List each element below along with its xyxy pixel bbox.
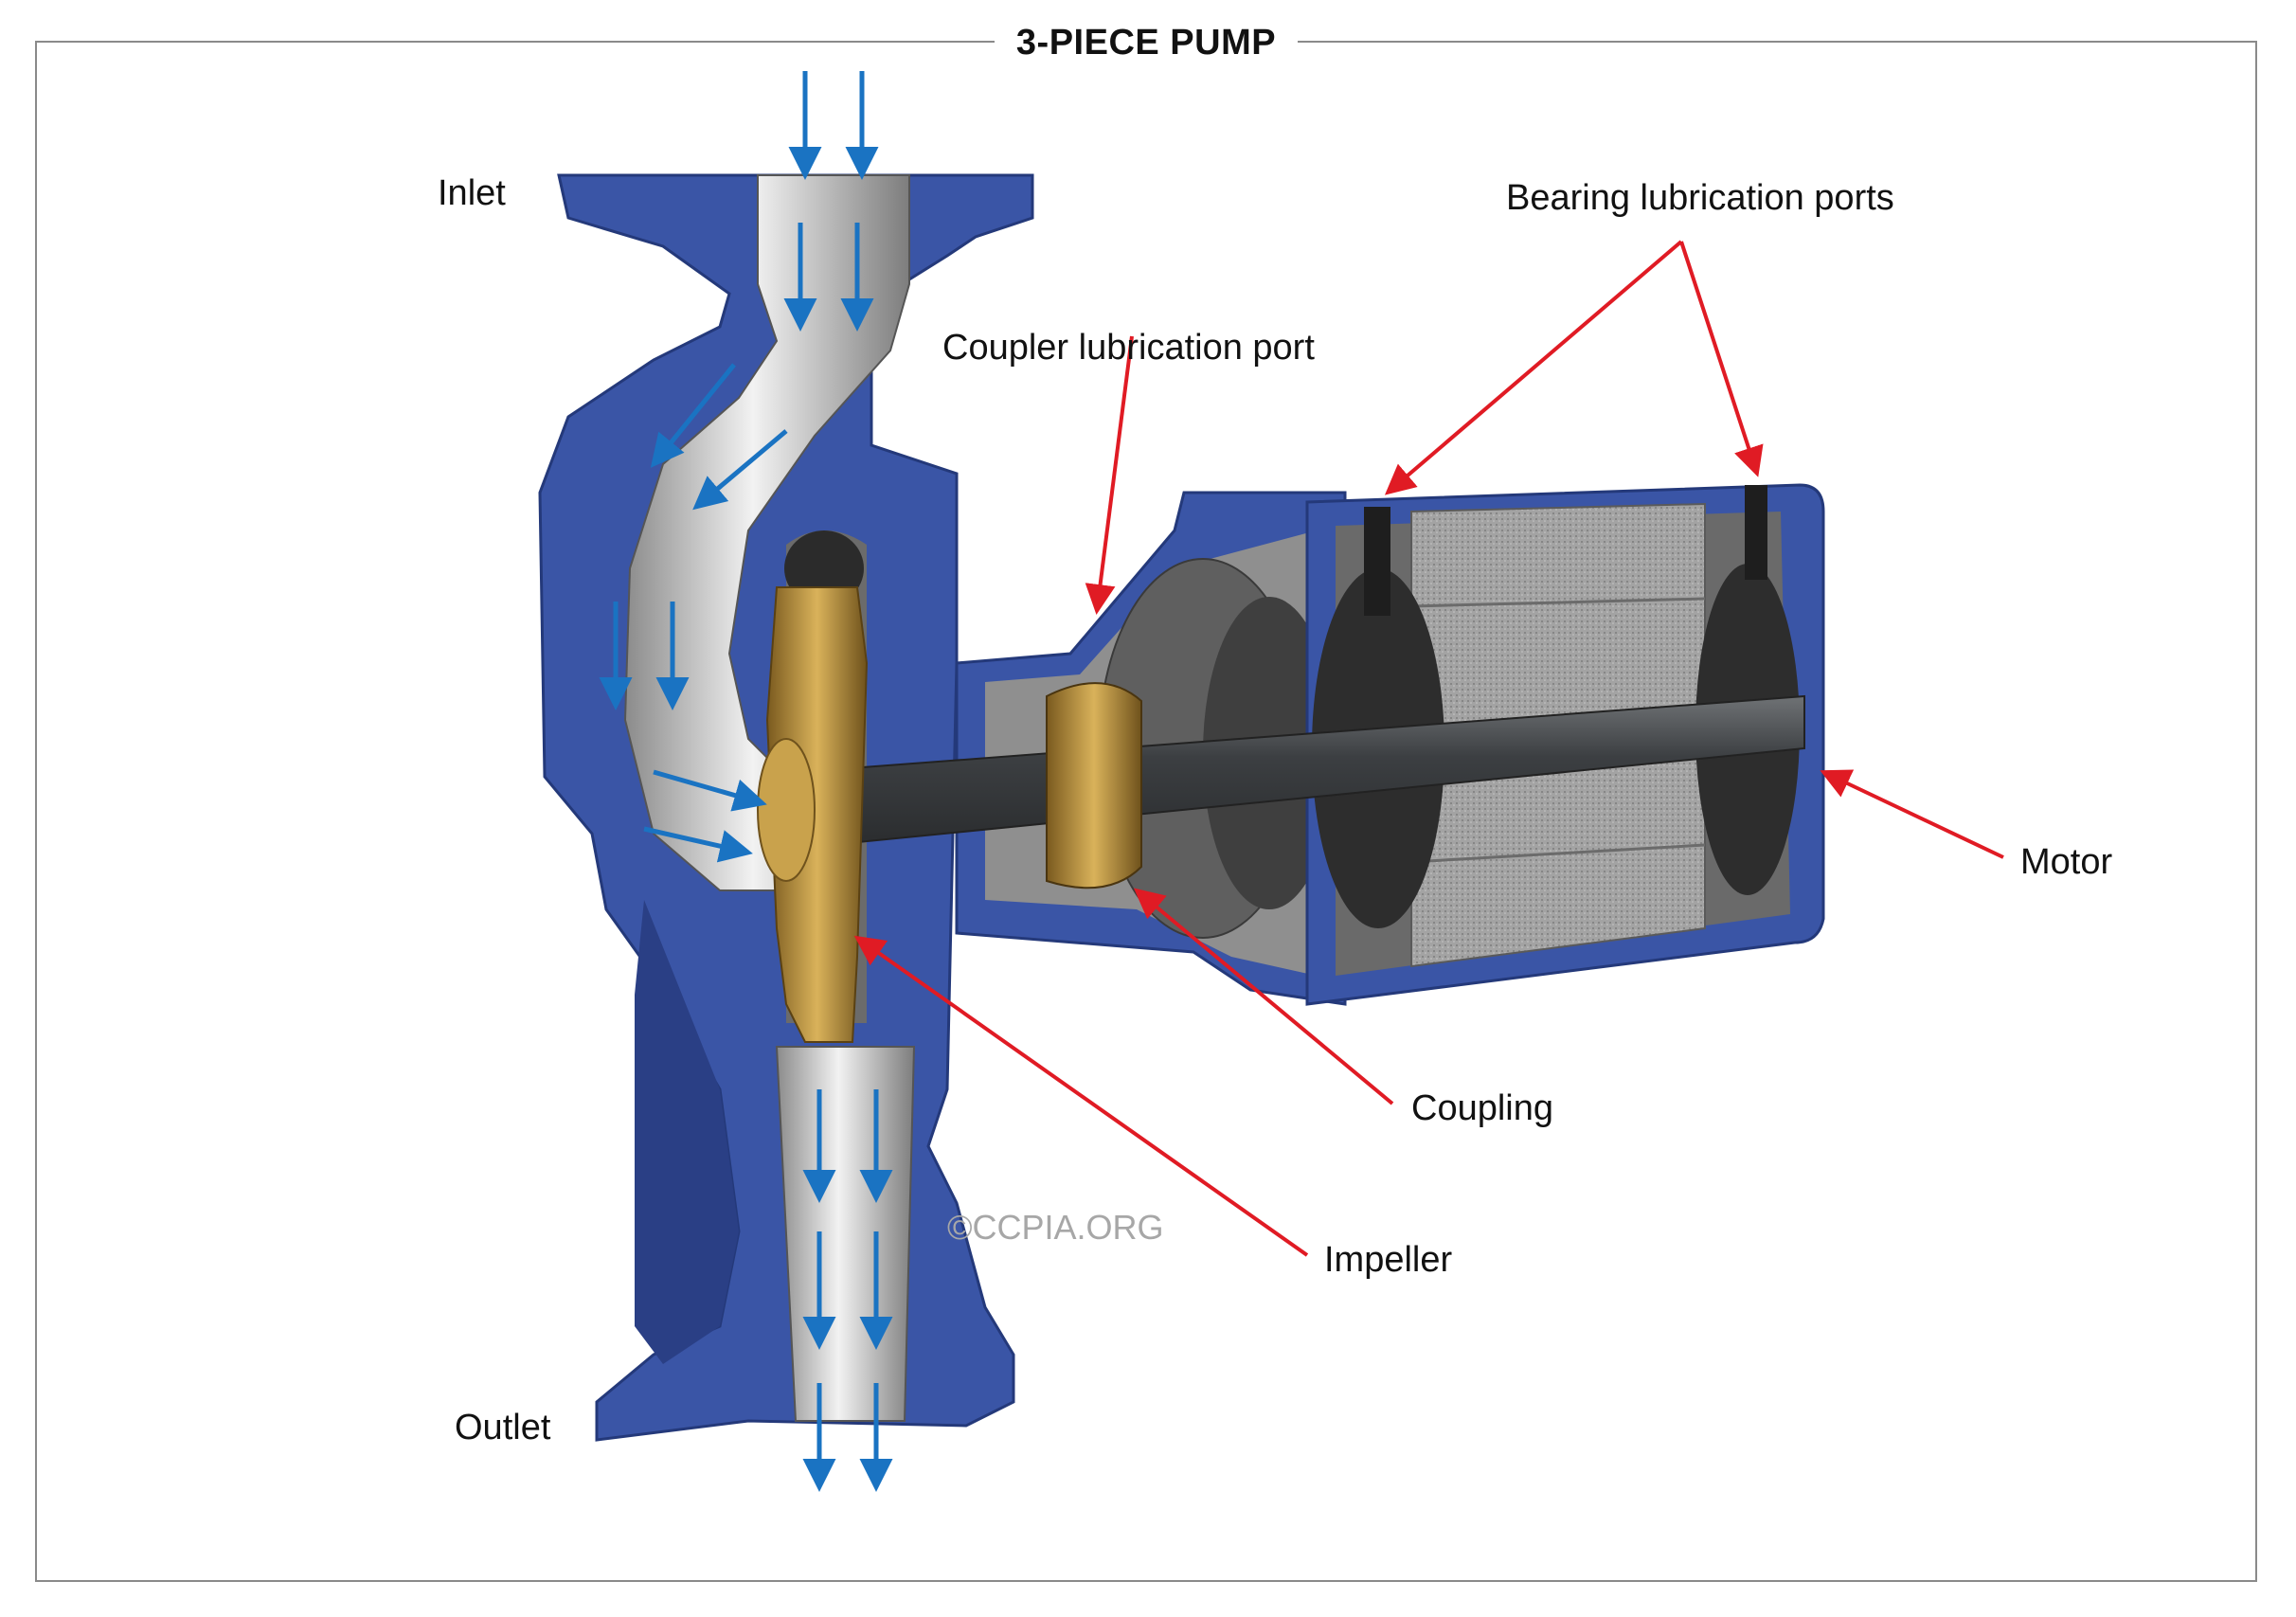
diagram-title: 3-PIECE PUMP: [995, 21, 1298, 64]
label-coupler-lubrication-port: Coupler lubrication port: [942, 328, 1315, 368]
coupling: [1046, 682, 1142, 889]
copyright-watermark: ©CCPIA.ORG: [947, 1208, 1164, 1247]
label-bearing-lubrication-ports: Bearing lubrication ports: [1506, 178, 1894, 218]
label-outlet: Outlet: [455, 1408, 551, 1447]
label-impeller: Impeller: [1324, 1240, 1453, 1280]
label-inlet: Inlet: [438, 173, 506, 213]
flow-arrow: [643, 826, 753, 863]
motor-arrow: [1820, 769, 2004, 859]
impeller: [757, 586, 869, 1043]
label-coupling: Coupling: [1411, 1088, 1553, 1128]
coupler-port-arrow: [1085, 335, 1134, 615]
flow-arrow: [653, 769, 767, 812]
flow-arrow: [692, 429, 788, 511]
bearing-port-arrow-left: [1384, 240, 1683, 495]
bearing-port-arrow-right: [1679, 241, 1764, 477]
impeller-arrow: [853, 935, 1309, 1257]
callout-arrows: [853, 240, 2004, 1257]
flow-arrow: [650, 363, 736, 468]
label-motor: Motor: [2020, 842, 2113, 882]
flow-arrows: [599, 71, 893, 1492]
coupling-arrow: [1133, 888, 1394, 1105]
